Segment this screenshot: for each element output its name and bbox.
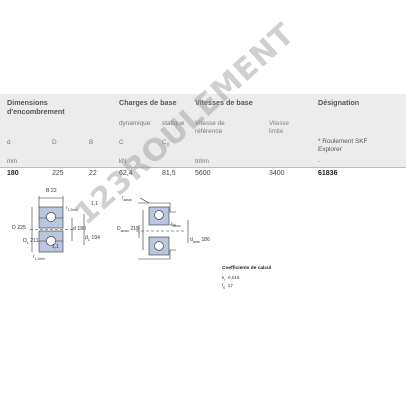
label-d: d 180 <box>73 226 86 233</box>
unit-mm: mm <box>7 158 18 165</box>
label-Da: Damax 219 <box>117 226 139 234</box>
subheader-dynamique: dynamique <box>119 120 151 127</box>
coefficient-f0-sym: f <box>222 283 224 288</box>
header-vitesses: Vitesses de base <box>195 98 253 107</box>
label-ra-top-sym: r <box>122 195 124 200</box>
label-ra-mid-sym: r <box>171 221 173 226</box>
label-Da-sub: amax <box>120 229 129 233</box>
label-Da-val: 219 <box>130 226 139 232</box>
value-designation: 61836 <box>318 170 338 177</box>
symbol-C: C <box>119 139 124 146</box>
symbol-B: B <box>89 139 94 146</box>
label-d1: d1 194 <box>85 235 100 243</box>
label-D-sym: D <box>12 225 16 231</box>
subheader-designation-1: * Roulement SKF <box>318 138 368 145</box>
right-top-ball <box>154 210 164 220</box>
symbol-C0: C0 <box>162 139 169 149</box>
label-D1-sym: D <box>23 238 27 244</box>
symbol-C0-sub: 0 <box>166 142 170 149</box>
label-r12-top-sub: 1,2min <box>67 207 78 212</box>
label-r12-bottom-val: 1,1 <box>52 244 59 250</box>
right-bottom-ball <box>154 241 164 251</box>
label-D1-sub: 1 <box>26 241 29 246</box>
coefficient-f0: f0 17 <box>222 283 233 291</box>
unit-rpm: tr/mn <box>195 158 209 165</box>
coefficient-kr: kr 0,015 <box>222 275 240 283</box>
label-D1-val: 211 <box>30 238 39 244</box>
unit-kn: kN <box>119 158 127 165</box>
housing-top <box>138 202 176 213</box>
symbol-d: d <box>7 139 11 146</box>
label-ra-top-sub: amax <box>123 197 132 202</box>
coefficient-kr-sub: r <box>224 277 226 282</box>
label-da-sub: amin <box>192 240 201 244</box>
header-band <box>0 94 406 168</box>
label-r12-bottom-sub: 1,2min <box>34 256 45 261</box>
label-r12-top-sym: r <box>66 205 68 210</box>
header-charges: Charges de base <box>119 98 177 107</box>
value-B: 22 <box>89 170 97 177</box>
label-r12-bottom-sym: r <box>33 254 35 259</box>
subheader-vitesse-lim-2: limite <box>269 128 284 135</box>
label-da-sym: d <box>190 237 193 243</box>
coefficient-kr-sym: k <box>222 275 225 280</box>
value-v-lim: 3400 <box>269 170 285 177</box>
label-r12-bottom: r1,2min <box>33 254 45 262</box>
housing-bottom <box>138 249 176 260</box>
label-B: B 22 <box>46 188 57 195</box>
label-B-sym: B <box>46 188 50 194</box>
symbol-C0-base: C <box>162 139 167 146</box>
coefficient-f0-val: 17 <box>227 283 233 288</box>
subheader-vitesse-ref-1: Vitesse de <box>195 120 225 127</box>
value-C: 62,4 <box>119 170 133 177</box>
coefficient-f0-sub: 0 <box>223 285 226 290</box>
label-Da-sym: D <box>117 226 121 232</box>
label-r12-top-val: 1,1 <box>91 201 98 207</box>
top-ball <box>46 212 56 222</box>
coefficients-title: Coefficients de calcul <box>222 266 272 271</box>
symbol-D: D <box>52 139 57 146</box>
subheader-vitesse-lim-1: Vitesse <box>269 120 289 127</box>
header-dimensions-line1: Dimensions <box>7 98 48 107</box>
unit-dash: - <box>318 158 321 165</box>
label-d1-val: 194 <box>91 235 100 241</box>
label-D1: D1 211 <box>23 238 39 246</box>
value-C0: 81,5 <box>162 170 176 177</box>
label-da: damin 186 <box>190 237 210 245</box>
label-d1-sym: d <box>85 235 88 241</box>
header-dimensions-line2: d'encombrement <box>7 107 65 116</box>
value-d: 180 <box>7 170 19 177</box>
label-D-val: 225 <box>17 225 26 231</box>
bottom-ball <box>46 236 56 246</box>
value-v-ref: 5600 <box>195 170 211 177</box>
label-d-val: 180 <box>77 226 86 232</box>
label-ra-top: ramax <box>122 195 132 203</box>
value-D: 225 <box>52 170 64 177</box>
leader-ra-top <box>139 197 150 204</box>
subheader-statique: statique <box>162 120 185 127</box>
table-divider <box>0 167 406 168</box>
subheader-vitesse-ref-2: référence <box>195 128 222 135</box>
label-D: D 225 <box>12 225 26 232</box>
label-r12-top: r1,2min <box>66 205 78 213</box>
label-ra-mid-sub: amax <box>172 223 181 228</box>
label-B-val: 22 <box>50 188 57 194</box>
label-ra-mid: ramax <box>171 221 181 229</box>
header-designation: Désignation <box>318 98 360 107</box>
label-d-sym: d <box>73 226 76 232</box>
coefficient-kr-val: 0,015 <box>228 275 240 280</box>
label-d1-sub: 1 <box>87 238 90 243</box>
label-da-val: 186 <box>201 237 210 243</box>
subheader-designation-2: Explorer <box>318 146 342 153</box>
